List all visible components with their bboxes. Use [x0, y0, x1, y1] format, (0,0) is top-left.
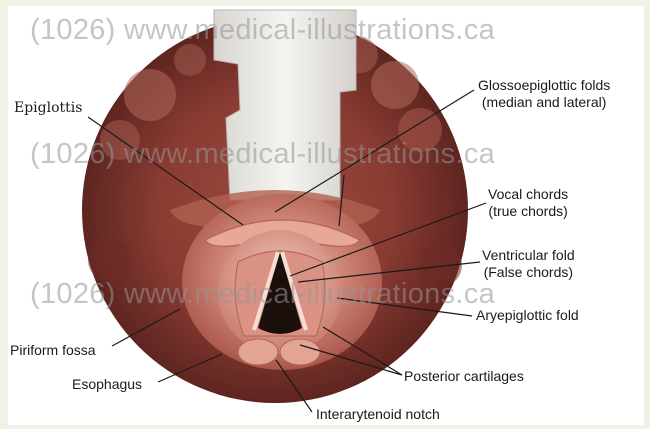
label-glossoepiglottic-line1: Glossoepiglottic folds — [478, 77, 610, 94]
watermark-top: (1026) www.medical-illustrations.ca — [30, 14, 495, 47]
label-epiglottis: Epiglottis — [14, 100, 82, 117]
label-vocal-line1: Vocal chords — [488, 186, 568, 203]
cartilage-right — [280, 339, 320, 365]
watermark-middle: (1026) www.medical-illustrations.ca — [30, 138, 495, 171]
label-piriform-fossa: Piriform fossa — [10, 342, 96, 359]
label-aryepiglottic-fold: Aryepiglottic fold — [476, 307, 579, 324]
label-glossoepiglottic-line2: (median and lateral) — [478, 94, 610, 111]
label-ventricular-line2: (False chords) — [482, 264, 575, 281]
cartilage-left — [238, 339, 278, 365]
label-posterior-cartilages: Posterior cartilages — [404, 368, 524, 385]
watermark-bottom: (1026) www.medical-illustrations.ca — [30, 278, 495, 311]
label-ventricular-fold: Ventricular fold (False chords) — [482, 247, 575, 281]
label-glossoepiglottic: Glossoepiglottic folds (median and later… — [478, 77, 610, 111]
label-ventricular-line1: Ventricular fold — [482, 247, 575, 264]
label-esophagus: Esophagus — [72, 376, 142, 393]
label-vocal-chords: Vocal chords (true chords) — [488, 186, 568, 220]
label-vocal-line2: (true chords) — [488, 203, 568, 220]
label-interarytenoid-notch: Interarytenoid notch — [316, 406, 440, 423]
